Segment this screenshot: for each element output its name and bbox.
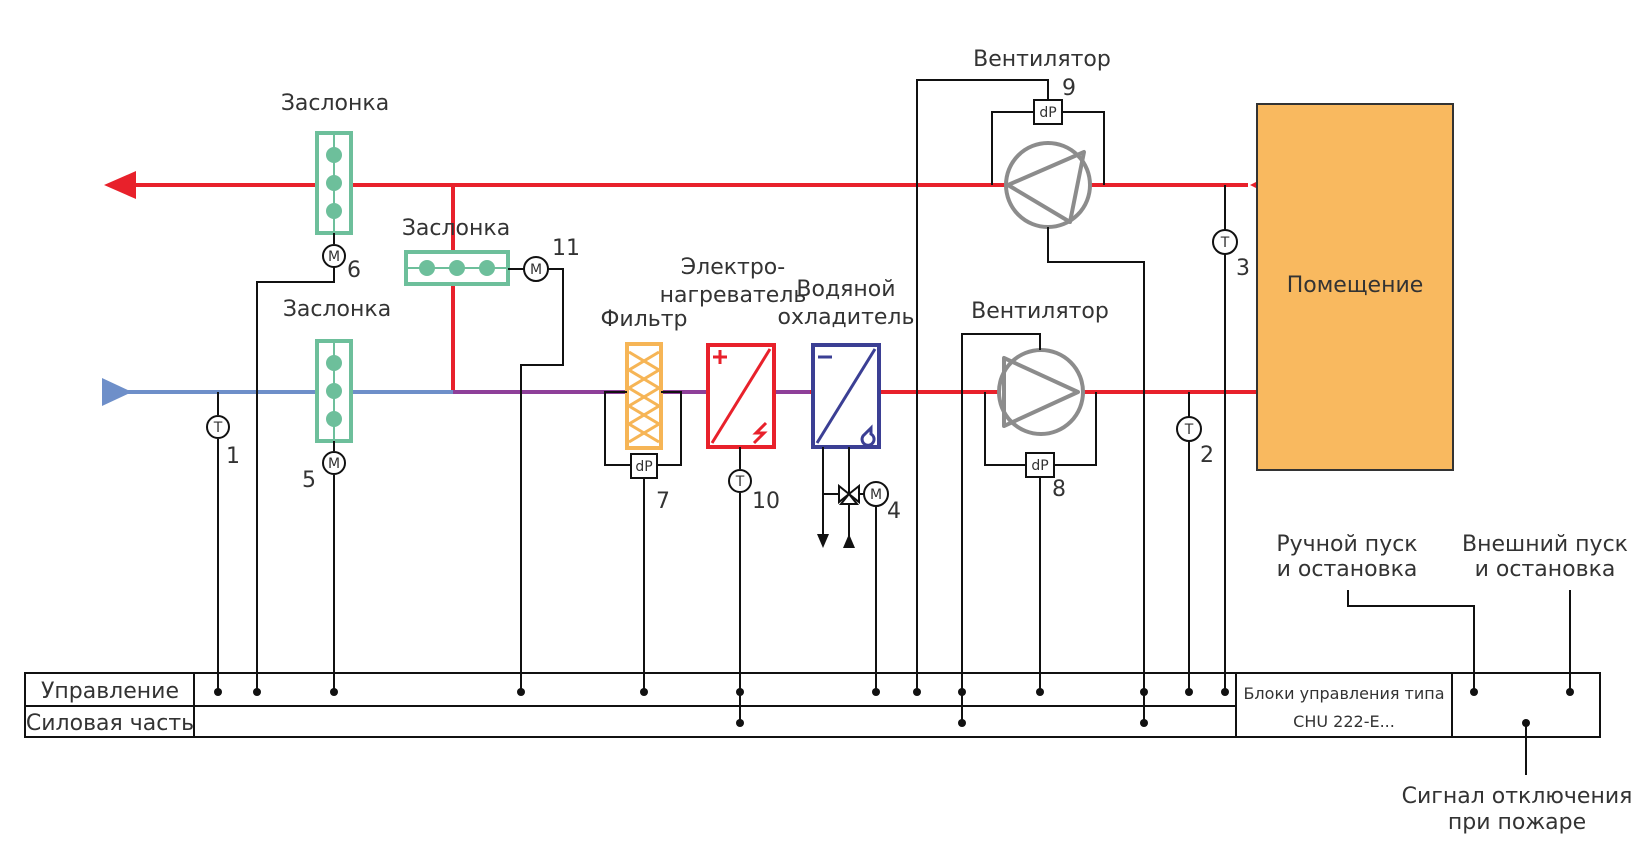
number-7: 7 <box>656 489 670 514</box>
damper-recirc-label: Заслонка <box>402 216 510 241</box>
outdoor-air-inlet-arrow <box>102 378 132 406</box>
control-panel <box>24 672 1601 738</box>
damper-intake-motor: M <box>322 451 346 475</box>
panel-power-label: Силовая часть <box>26 711 194 736</box>
fan-supply <box>997 348 1085 436</box>
number-4: 4 <box>887 499 901 524</box>
damper-exhaust-motor: M <box>322 244 346 268</box>
number-2: 2 <box>1200 443 1214 468</box>
electric-heater <box>706 343 776 449</box>
panel-control-label: Управление <box>41 679 179 704</box>
svg-text:T: T <box>1184 422 1194 438</box>
damper-exhaust <box>315 131 353 235</box>
filter-dp-sensor: dP <box>630 453 658 479</box>
damper-intake-label: Заслонка <box>283 297 391 322</box>
cooler-valve <box>838 483 860 505</box>
cooler-valve-motor: M <box>863 481 889 507</box>
external-start-label-line1: Внешний пуск <box>1462 532 1628 557</box>
damper-exhaust-label: Заслонка <box>281 91 389 116</box>
fire-signal-label-line1: Сигнал отключения <box>1402 784 1633 809</box>
svg-text:dP: dP <box>1031 458 1048 474</box>
manual-start-label-line2: и остановка <box>1277 557 1418 582</box>
fan-supply-dp-sensor: dP <box>1025 452 1055 478</box>
number-6: 6 <box>347 258 361 283</box>
number-9: 9 <box>1062 76 1076 101</box>
manual-start-label-line1: Ручной пуск <box>1276 532 1417 557</box>
svg-text:M: M <box>328 249 340 265</box>
svg-text:dP: dP <box>1039 105 1056 121</box>
units-label-line1: Блоки управления типа <box>1243 684 1444 703</box>
svg-text:M: M <box>870 487 882 503</box>
filter-label: Фильтр <box>600 307 687 332</box>
heater-label-line2: нагреватель <box>660 283 807 308</box>
number-5: 5 <box>302 468 316 493</box>
temp-sensor-exhaust: T <box>1212 229 1238 255</box>
cooler-label-line2: охладитель <box>778 305 915 330</box>
damper-intake <box>315 339 353 443</box>
svg-text:T: T <box>213 420 223 436</box>
svg-text:dP: dP <box>635 459 652 475</box>
fan-supply-label: Вентилятор <box>971 299 1109 324</box>
svg-text:T: T <box>735 474 745 490</box>
fan-exhaust-dp-sensor: dP <box>1033 99 1063 125</box>
fan-exhaust <box>1004 141 1092 229</box>
water-drop-icon <box>860 424 876 447</box>
number-8: 8 <box>1052 477 1066 502</box>
supply-pipe-arrow <box>843 534 855 548</box>
power-junctions <box>736 719 1530 727</box>
control-junctions <box>214 688 1574 696</box>
water-cooler <box>811 343 881 449</box>
temp-sensor-outdoor: T <box>206 415 230 439</box>
fan-exhaust-label: Вентилятор <box>973 47 1111 72</box>
heater-label-line1: Электро- <box>681 255 785 280</box>
filter <box>625 342 663 450</box>
plus-icon <box>713 350 727 364</box>
fire-signal-label-line2: при пожаре <box>1448 810 1586 835</box>
return-pipe-arrow <box>817 534 829 548</box>
room-label: Помещение <box>1287 273 1424 298</box>
room-box <box>1256 103 1454 471</box>
svg-text:M: M <box>328 456 340 472</box>
damper-recirc <box>404 250 510 286</box>
external-start-label-line2: и остановка <box>1475 557 1616 582</box>
damper-recirc-motor: M <box>523 256 549 282</box>
exhaust-outlet-arrow <box>104 171 136 199</box>
units-label-line2: CHU 222-E... <box>1293 712 1395 731</box>
temp-sensor-supply: T <box>1176 416 1202 442</box>
number-3: 3 <box>1236 256 1250 281</box>
number-11: 11 <box>552 236 580 261</box>
number-1: 1 <box>226 444 240 469</box>
svg-text:T: T <box>1220 235 1230 251</box>
cooler-label-line1: Водяной <box>796 277 895 302</box>
temp-sensor-heater: T <box>728 469 752 493</box>
svg-text:M: M <box>530 262 542 278</box>
lightning-icon <box>752 421 768 445</box>
number-10: 10 <box>752 489 780 514</box>
